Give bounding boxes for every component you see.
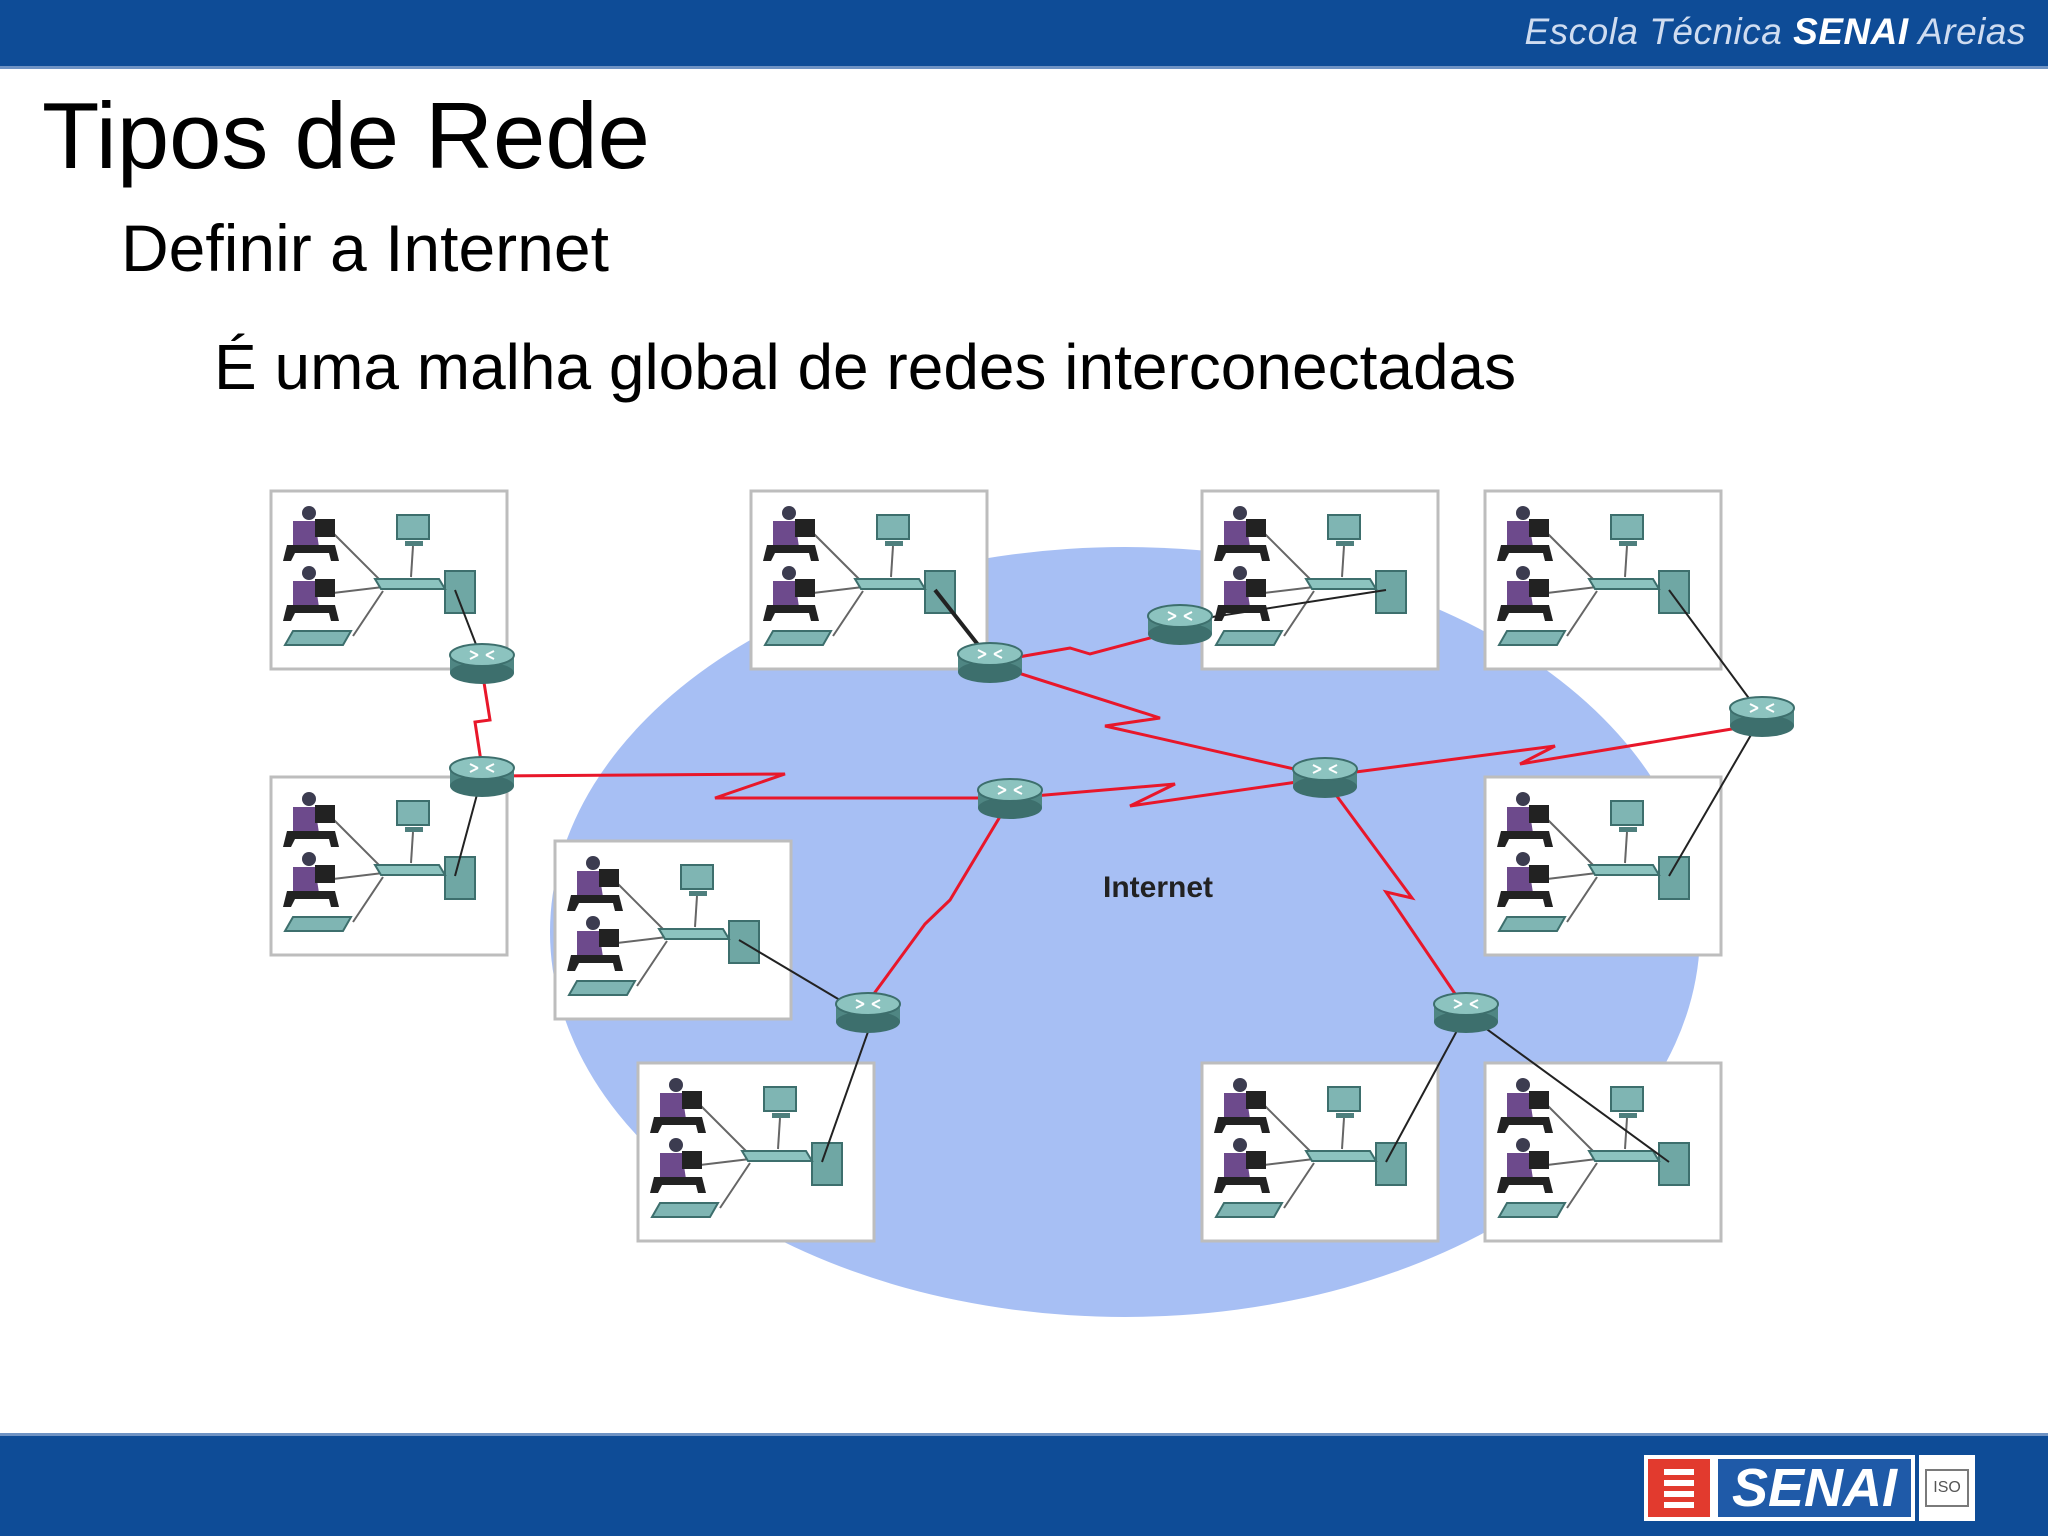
lan-middle-left [269, 775, 509, 957]
lan-top-right [1200, 489, 1440, 671]
router-bottom-right [1433, 992, 1499, 1034]
footer-divider [0, 1433, 2048, 1436]
router-top-center [957, 642, 1023, 684]
school-prefix: Escola Técnica [1524, 11, 1783, 52]
router-left-upper [449, 643, 515, 685]
footer-bar: SENAI ISO [0, 1436, 2048, 1536]
router-bottom-left [835, 992, 901, 1034]
router-far-right [1729, 696, 1795, 738]
lan-far-right-top [1483, 489, 1723, 671]
lan-middle-right [1483, 775, 1723, 957]
router-center [977, 778, 1043, 820]
wan-links [473, 628, 1763, 1011]
senai-logo: SENAI ISO [1644, 1455, 1976, 1521]
router-core [1292, 757, 1358, 799]
slide-bullet: É uma malha global de redes interconecta… [214, 331, 1517, 403]
lan-bottom-right [1483, 1061, 1723, 1243]
cloud-label: Internet [1103, 871, 1213, 904]
lan-bottom-center [1200, 1061, 1440, 1243]
lan-top-center [749, 489, 989, 671]
school-brand: SENAI [1793, 11, 1909, 52]
slide-title: Tipos de Rede [42, 83, 650, 188]
logo-text: SENAI [1718, 1459, 1912, 1517]
router-top-right [1147, 604, 1213, 646]
senai-emblem-icon [1644, 1455, 1714, 1521]
header-divider [0, 66, 2048, 69]
lan-bottom-left [636, 1061, 876, 1243]
lan-top-left [269, 489, 509, 671]
school-name: Escola Técnica SENAI Areias [1524, 11, 2026, 53]
lan-center-left [553, 839, 793, 1021]
header-bar: Escola Técnica SENAI Areias [0, 0, 2048, 66]
slide-subtitle: Definir a Internet [121, 211, 609, 285]
iso-badge: ISO [1925, 1469, 1969, 1507]
school-suffix: Areias [1918, 11, 2026, 52]
router-left [449, 756, 515, 798]
